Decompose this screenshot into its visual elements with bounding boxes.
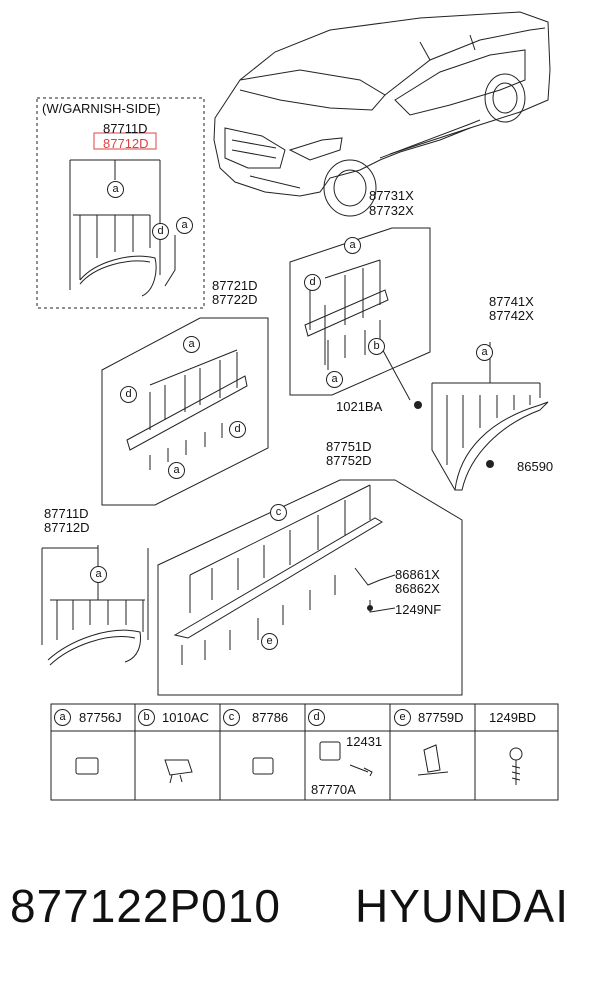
garnish-box-title: (W/GARNISH-SIDE) [42, 101, 161, 116]
circle-letter-a: a [176, 217, 193, 234]
garnish-dashed-box [36, 97, 205, 309]
circle-letter-a: a [344, 237, 361, 254]
legend-circle-a: a [54, 709, 71, 726]
callout-rear-arch-upper: 87741X [489, 294, 534, 309]
callout-front-upper: 87731X [369, 188, 414, 203]
circle-letter-d: d [229, 421, 246, 438]
legend-part-c: 87786 [252, 710, 289, 725]
circle-letter-a: a [107, 181, 124, 198]
callout-clip-86590: 86590 [517, 459, 554, 474]
highlight-box [93, 132, 157, 150]
legend-d-sub2: 87770A [311, 782, 356, 797]
legend-part-e: 87759D [418, 710, 464, 725]
callout-door-upper: 87721D [212, 278, 258, 293]
circle-letter-a: a [326, 371, 343, 388]
legend-circle-d: d [308, 709, 325, 726]
callout-door-lower: 87722D [212, 292, 258, 307]
garnish-part-b-highlighted: 87712D [103, 136, 149, 151]
garnish-part-a: 87711D [103, 121, 148, 136]
callout-clip-1021: 1021BA [336, 399, 383, 414]
callout-front-lower: 87732X [369, 203, 414, 218]
vehicle-illustration [213, 11, 551, 217]
legend-circle-e: e [394, 709, 411, 726]
footer-part-number: 877122P010 [10, 880, 281, 932]
callout-arch-upper: 87711D [44, 506, 89, 521]
legend-circle-c: c [223, 709, 240, 726]
circle-letter-d: d [152, 223, 169, 240]
callout-rear-arch-lower: 87742X [489, 308, 534, 323]
legend-circle-b: b [138, 709, 155, 726]
circle-letter-a: a [168, 462, 185, 479]
circle-letter-b: b [368, 338, 385, 355]
legend-part-b: 1010AC [162, 710, 209, 725]
circle-letter-a: a [183, 336, 200, 353]
circle-letter-d: d [304, 274, 321, 291]
callout-screw-1249nf: 1249NF [395, 602, 442, 617]
circle-letter-a: a [90, 566, 107, 583]
legend-d-sub1: 12431 [346, 734, 383, 749]
circle-letter-a: a [476, 344, 493, 361]
footer-brand: HYUNDAI [355, 880, 570, 932]
callout-bracket-lower: 86862X [395, 581, 440, 596]
legend-part-a: 87756J [79, 710, 122, 725]
circle-letter-d: d [120, 386, 137, 403]
legend-part-f: 1249BD [489, 710, 536, 725]
circle-letter-c: c [270, 504, 287, 521]
callout-sill-lower: 87752D [326, 453, 372, 468]
callout-arch-lower: 87712D [44, 520, 90, 535]
callout-sill-upper: 87751D [326, 439, 372, 454]
circle-letter-e: e [261, 633, 278, 650]
callout-bracket-upper: 86861X [395, 567, 440, 582]
